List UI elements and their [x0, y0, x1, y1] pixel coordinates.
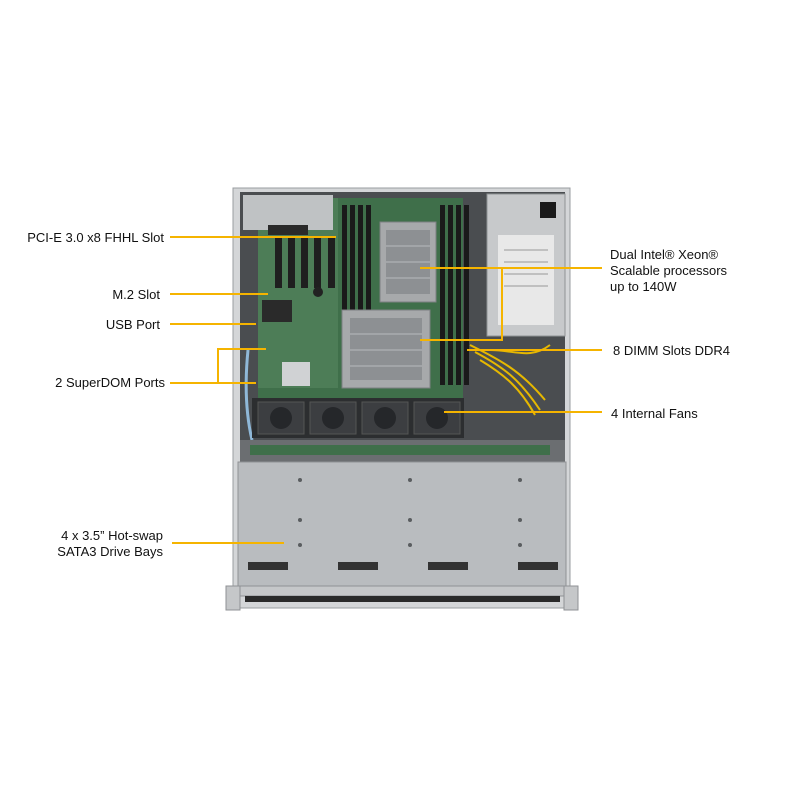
label-m2-slot: M.2 Slot [112, 287, 160, 302]
drive-bay-screws [298, 478, 522, 547]
label-usb-port: USB Port [105, 317, 160, 332]
fan-array [257, 401, 461, 435]
label-drive-bays-line2: SATA3 Drive Bays [57, 544, 163, 559]
label-pcie-slot: PCI-E 3.0 x8 FHHL Slot [27, 230, 164, 245]
label-superdom-ports: 2 SuperDOM Ports [55, 375, 165, 390]
chipset-heatsink [282, 362, 310, 386]
cpu-heatsink-1 [379, 221, 437, 303]
label-drive-bays: 4 x 3.5” Hot-swap SATA3 Drive Bays [57, 528, 163, 560]
drive-bay-cage [237, 461, 567, 587]
drive-bay-vents [248, 562, 558, 570]
pcie-riser [243, 195, 333, 230]
label-drive-bays-line1: 4 x 3.5” Hot-swap [61, 528, 163, 543]
pcie-slots [275, 238, 335, 288]
front-bezel [225, 585, 579, 597]
label-cpu-line3: up to 140W [610, 279, 677, 294]
cpu-heatsink-2 [341, 309, 431, 389]
label-cpu-line1: Dual Intel® Xeon® [610, 247, 719, 262]
callout-superdom [170, 348, 266, 384]
callout-lines [170, 236, 602, 544]
label-internal-fans: 4 Internal Fans [611, 406, 698, 421]
label-cpu-line2: Scalable processors [610, 263, 728, 278]
label-dimm-slots: 8 DIMM Slots DDR4 [613, 343, 731, 358]
label-cpu: Dual Intel® Xeon® Scalable processors up… [610, 247, 727, 295]
callout-cpu [420, 267, 503, 341]
dimm-slots [342, 205, 469, 385]
